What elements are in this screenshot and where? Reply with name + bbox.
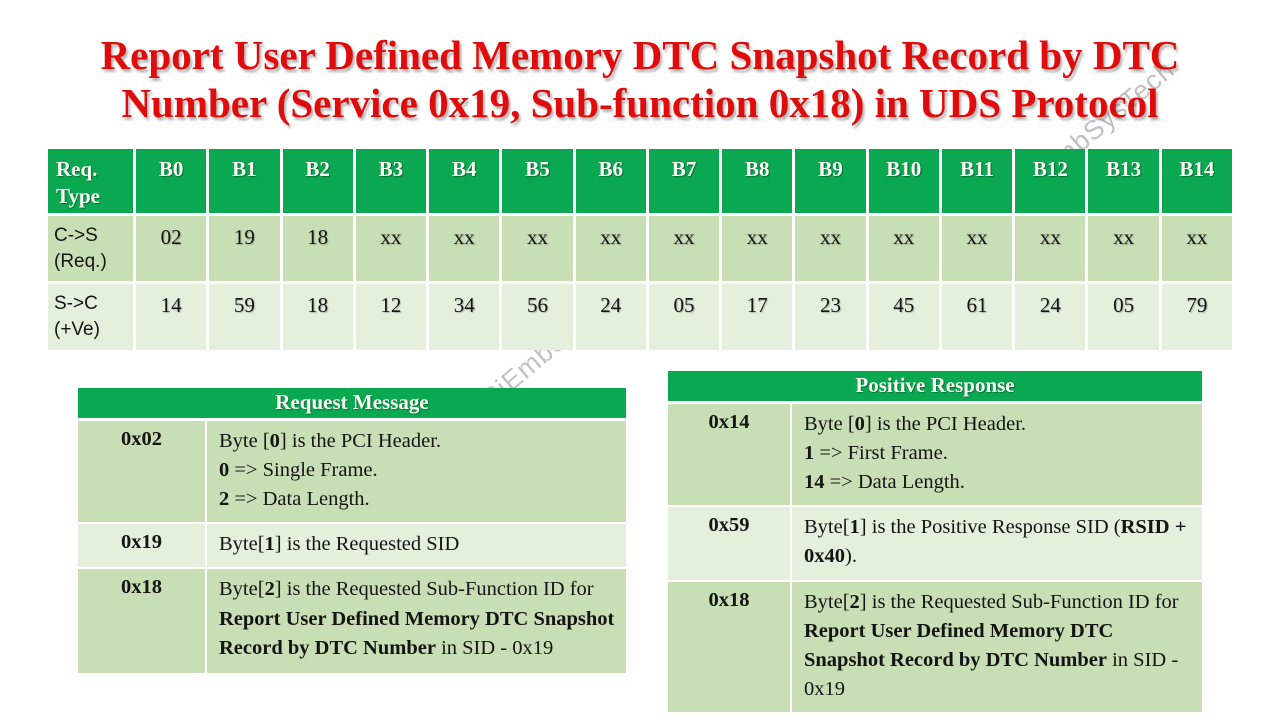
- byte-table-header-cell: B2: [282, 149, 353, 213]
- positive-response-table: Positive Response 0x14 Byte [0] is the P…: [668, 371, 1202, 714]
- byte-cell: 56: [502, 284, 573, 350]
- byte-cell: 17: [722, 284, 793, 350]
- byte-cell: xx: [1015, 216, 1086, 281]
- byte-description: Byte [0] is the PCI Header.0 => Single F…: [207, 421, 626, 523]
- byte-code: 0x14: [668, 404, 790, 506]
- byte-cell: 12: [355, 284, 427, 350]
- byte-cell: 05: [1088, 284, 1159, 350]
- table-row: 0x18 Byte[2] is the Requested Sub-Functi…: [78, 569, 626, 674]
- byte-cell: 02: [136, 216, 207, 281]
- byte-table-header-cell: B5: [502, 149, 573, 213]
- byte-cell: xx: [941, 216, 1013, 281]
- byte-cell: xx: [795, 216, 866, 281]
- byte-table-header-cell: B12: [1015, 149, 1086, 213]
- byte-cell: xx: [575, 216, 646, 281]
- byte-code: 0x59: [668, 507, 790, 580]
- byte-table-header-cell: B11: [941, 149, 1013, 213]
- byte-cell: xx: [1088, 216, 1159, 281]
- byte-cell: xx: [648, 216, 720, 281]
- byte-cell: xx: [355, 216, 427, 281]
- table-row: 0x19 Byte[1] is the Requested SID: [78, 524, 626, 568]
- byte-table: Req. Type B0 B1 B2 B3 B4 B5 B6 B7 B8 B9 …: [48, 149, 1232, 350]
- byte-cell: 45: [868, 284, 939, 350]
- byte-description: Byte[2] is the Requested Sub-Function ID…: [792, 581, 1202, 712]
- page-title-line2: Number (Service 0x19, Sub-function 0x18)…: [121, 79, 1159, 126]
- byte-table-header-cell: B7: [648, 149, 720, 213]
- byte-cell: xx: [502, 216, 573, 281]
- byte-description: Byte [0] is the PCI Header.1 => First Fr…: [792, 404, 1202, 506]
- byte-table-header-cell: B8: [722, 149, 793, 213]
- byte-table-header-cell: Req. Type: [48, 149, 133, 213]
- byte-table-header-cell: B10: [868, 149, 939, 213]
- byte-cell: xx: [722, 216, 793, 281]
- byte-cell: 61: [941, 284, 1013, 350]
- page-title: Report User Defined Memory DTC Snapshot …: [0, 32, 1280, 128]
- request-message-table: Request Message 0x02 Byte [0] is the PCI…: [78, 388, 626, 676]
- response-row-label: S->C (+Ve): [48, 284, 133, 350]
- byte-cell: 05: [648, 284, 720, 350]
- byte-table-header-cell: B0: [136, 149, 207, 213]
- byte-table-header-cell: B1: [209, 149, 280, 213]
- table-row: 0x14 Byte [0] is the PCI Header.1 => Fir…: [668, 404, 1202, 506]
- positive-response-table-title: Positive Response: [668, 371, 1202, 401]
- byte-table-header-cell: B14: [1161, 149, 1232, 213]
- byte-cell: 18: [282, 284, 353, 350]
- byte-cell: xx: [1161, 216, 1232, 281]
- byte-cell: 34: [429, 284, 500, 350]
- byte-code: 0x18: [78, 569, 205, 674]
- byte-description: Byte[1] is the Requested SID: [207, 524, 626, 568]
- byte-description: Byte[2] is the Requested Sub-Function ID…: [207, 569, 626, 674]
- table-row: 0x59 Byte[1] is the Positive Response SI…: [668, 507, 1202, 580]
- byte-code: 0x18: [668, 581, 790, 712]
- byte-table-header-cell: B13: [1088, 149, 1159, 213]
- table-row: 0x18 Byte[2] is the Requested Sub-Functi…: [668, 581, 1202, 712]
- byte-cell: xx: [868, 216, 939, 281]
- byte-table-header-cell: B9: [795, 149, 866, 213]
- byte-code: 0x19: [78, 524, 205, 568]
- byte-cell: 14: [136, 284, 207, 350]
- table-row: 0x02 Byte [0] is the PCI Header.0 => Sin…: [78, 421, 626, 523]
- byte-table-header-cell: B4: [429, 149, 500, 213]
- byte-table-header-cell: B6: [575, 149, 646, 213]
- byte-cell: 79: [1161, 284, 1232, 350]
- byte-cell: 24: [1015, 284, 1086, 350]
- byte-cell: 59: [209, 284, 280, 350]
- request-row-label: C->S (Req.): [48, 216, 133, 281]
- byte-cell: 23: [795, 284, 866, 350]
- byte-cell: 18: [282, 216, 353, 281]
- byte-cell: xx: [429, 216, 500, 281]
- byte-description: Byte[1] is the Positive Response SID (RS…: [792, 507, 1202, 580]
- page-title-line1: Report User Defined Memory DTC Snapshot …: [100, 32, 1180, 78]
- byte-cell: 19: [209, 216, 280, 281]
- byte-cell: 24: [575, 284, 646, 350]
- byte-table-header-cell: B3: [355, 149, 427, 213]
- request-message-table-title: Request Message: [78, 388, 626, 418]
- byte-code: 0x02: [78, 421, 205, 523]
